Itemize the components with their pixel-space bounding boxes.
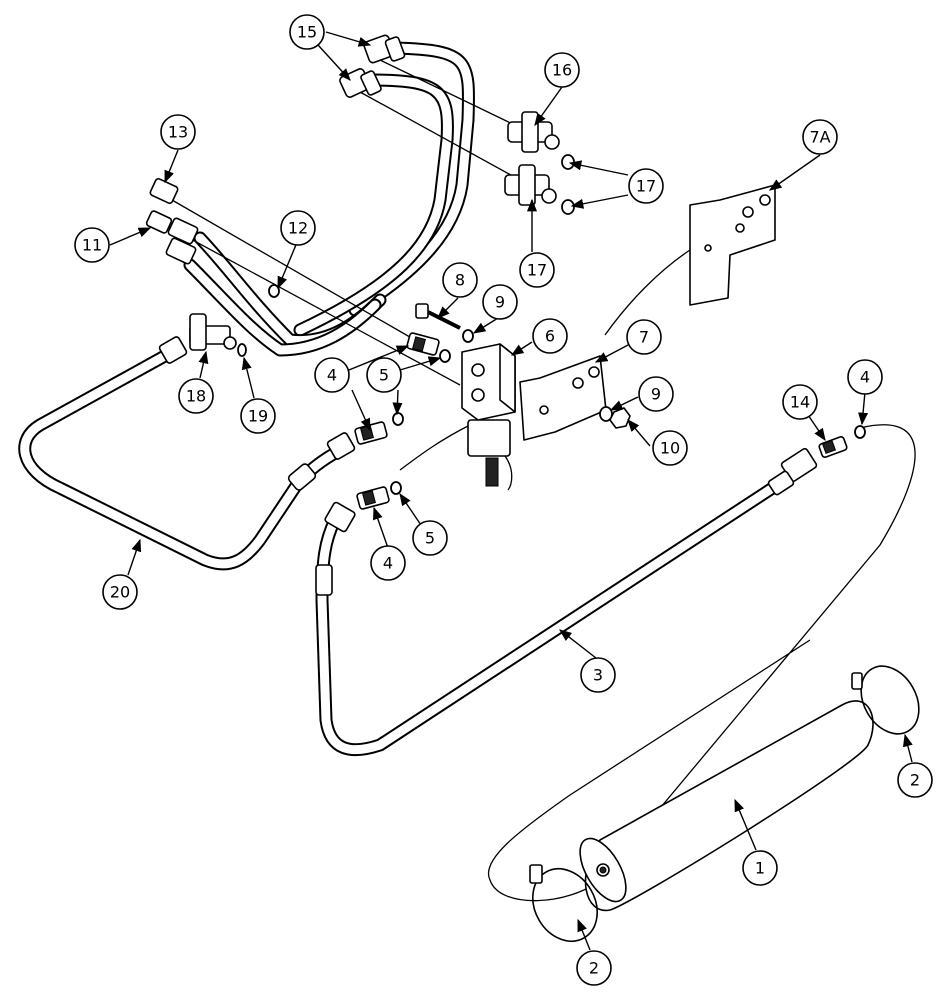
callout-12: 4 bbox=[847, 359, 883, 395]
wire-to-bracket bbox=[604, 249, 691, 336]
callout-3: 3 bbox=[580, 657, 616, 693]
tee-fitting-17-upper bbox=[507, 111, 560, 153]
svg-text:18: 18 bbox=[186, 387, 206, 406]
hose-fitting-16-upper bbox=[363, 34, 406, 64]
callout-5-lower: 5 bbox=[412, 520, 448, 556]
adapter-fitting-4-lower bbox=[356, 486, 390, 510]
svg-text:12: 12 bbox=[288, 219, 308, 238]
callout-1: 1 bbox=[742, 850, 778, 886]
svg-text:4: 4 bbox=[383, 554, 393, 573]
hose-fitting-16-lower bbox=[339, 68, 382, 98]
svg-text:7: 7 bbox=[639, 328, 649, 347]
hose-19 bbox=[18, 336, 356, 571]
tee-fitting-17-lower bbox=[504, 164, 557, 206]
callout-7a: 7A bbox=[802, 119, 838, 155]
svg-text:4: 4 bbox=[327, 366, 337, 385]
oring-14 bbox=[268, 284, 280, 298]
svg-text:9: 9 bbox=[495, 293, 505, 312]
callout-20: 18 bbox=[178, 378, 214, 414]
fitting-15 bbox=[149, 177, 179, 205]
upper-hose-bundle bbox=[183, 41, 476, 357]
svg-text:10: 10 bbox=[660, 439, 680, 458]
callout-4-lower: 4 bbox=[370, 545, 406, 581]
callout-9-upper: 9 bbox=[482, 284, 518, 320]
svg-text:5: 5 bbox=[425, 529, 435, 548]
svg-text:15: 15 bbox=[297, 23, 317, 42]
oring-5-middle bbox=[392, 412, 404, 426]
svg-text:2: 2 bbox=[589, 959, 599, 978]
callout-21: 19 bbox=[240, 398, 276, 434]
callout-7: 7 bbox=[626, 319, 662, 355]
callout-8: 8 bbox=[442, 262, 478, 298]
tube-lines bbox=[164, 59, 526, 386]
svg-text:17: 17 bbox=[527, 261, 547, 280]
callout-14: 12 bbox=[280, 210, 316, 246]
pressure-line bbox=[487, 424, 916, 902]
callout-6: 6 bbox=[532, 318, 568, 354]
svg-text:19: 19 bbox=[248, 407, 268, 426]
washer-9-lower bbox=[599, 406, 613, 422]
svg-text:20: 20 bbox=[110, 583, 130, 602]
fitting-13 bbox=[145, 210, 199, 265]
oring-12 bbox=[854, 425, 866, 439]
bracket-7a bbox=[689, 184, 776, 306]
accumulator-1 bbox=[579, 700, 874, 912]
adapter-fitting-4-top bbox=[406, 332, 440, 356]
callout-13: 11 bbox=[74, 227, 110, 263]
valve-block-6 bbox=[461, 343, 516, 491]
callout-17-upper: 16 bbox=[544, 52, 580, 88]
svg-text:7A: 7A bbox=[809, 128, 830, 147]
clamp-2-upper bbox=[851, 665, 920, 735]
callout-19: 20 bbox=[102, 574, 138, 610]
oring-18-upper bbox=[561, 154, 575, 170]
svg-text:5: 5 bbox=[379, 366, 389, 385]
leader-lines bbox=[109, 31, 913, 951]
adapter-fitting-4-middle bbox=[354, 421, 388, 445]
callout-4-upper: 4 bbox=[314, 357, 350, 393]
svg-text:3: 3 bbox=[593, 666, 603, 685]
clamp-2-lower bbox=[529, 864, 598, 942]
tee-fitting-20 bbox=[189, 313, 237, 351]
svg-text:6: 6 bbox=[545, 327, 555, 346]
callout-5-upper: 5 bbox=[366, 357, 402, 393]
callout-15: 13 bbox=[160, 114, 196, 150]
bolt-8 bbox=[415, 303, 461, 330]
hose-3 bbox=[315, 447, 818, 757]
svg-text:17: 17 bbox=[636, 177, 656, 196]
callout-17-lower: 17 bbox=[519, 252, 555, 288]
svg-text:4: 4 bbox=[860, 368, 870, 387]
callout-2-lower: 2 bbox=[576, 950, 612, 986]
callout-11: 14 bbox=[782, 384, 818, 420]
svg-text:16: 16 bbox=[552, 61, 572, 80]
callout-16: 15 bbox=[289, 14, 325, 50]
svg-text:1: 1 bbox=[755, 859, 765, 878]
oring-21 bbox=[237, 343, 247, 357]
callout-9-lower: 9 bbox=[638, 376, 674, 412]
adapter-fitting-11 bbox=[818, 436, 848, 458]
callout-18: 17 bbox=[628, 168, 664, 204]
oring-5-lower bbox=[390, 481, 402, 495]
svg-text:9: 9 bbox=[651, 385, 661, 404]
oring-5-top bbox=[439, 349, 451, 363]
svg-text:13: 13 bbox=[168, 123, 188, 142]
svg-text:11: 11 bbox=[82, 236, 102, 255]
callout-10: 10 bbox=[652, 430, 688, 466]
oring-18-lower bbox=[561, 199, 575, 215]
washer-9-upper bbox=[462, 329, 474, 343]
svg-text:8: 8 bbox=[455, 271, 465, 290]
callout-2-upper: 2 bbox=[897, 762, 933, 798]
bracket-7 bbox=[519, 355, 607, 441]
nut-10 bbox=[609, 407, 631, 429]
svg-text:14: 14 bbox=[790, 393, 810, 412]
wire-to-valve bbox=[399, 424, 471, 471]
svg-text:2: 2 bbox=[910, 771, 920, 790]
